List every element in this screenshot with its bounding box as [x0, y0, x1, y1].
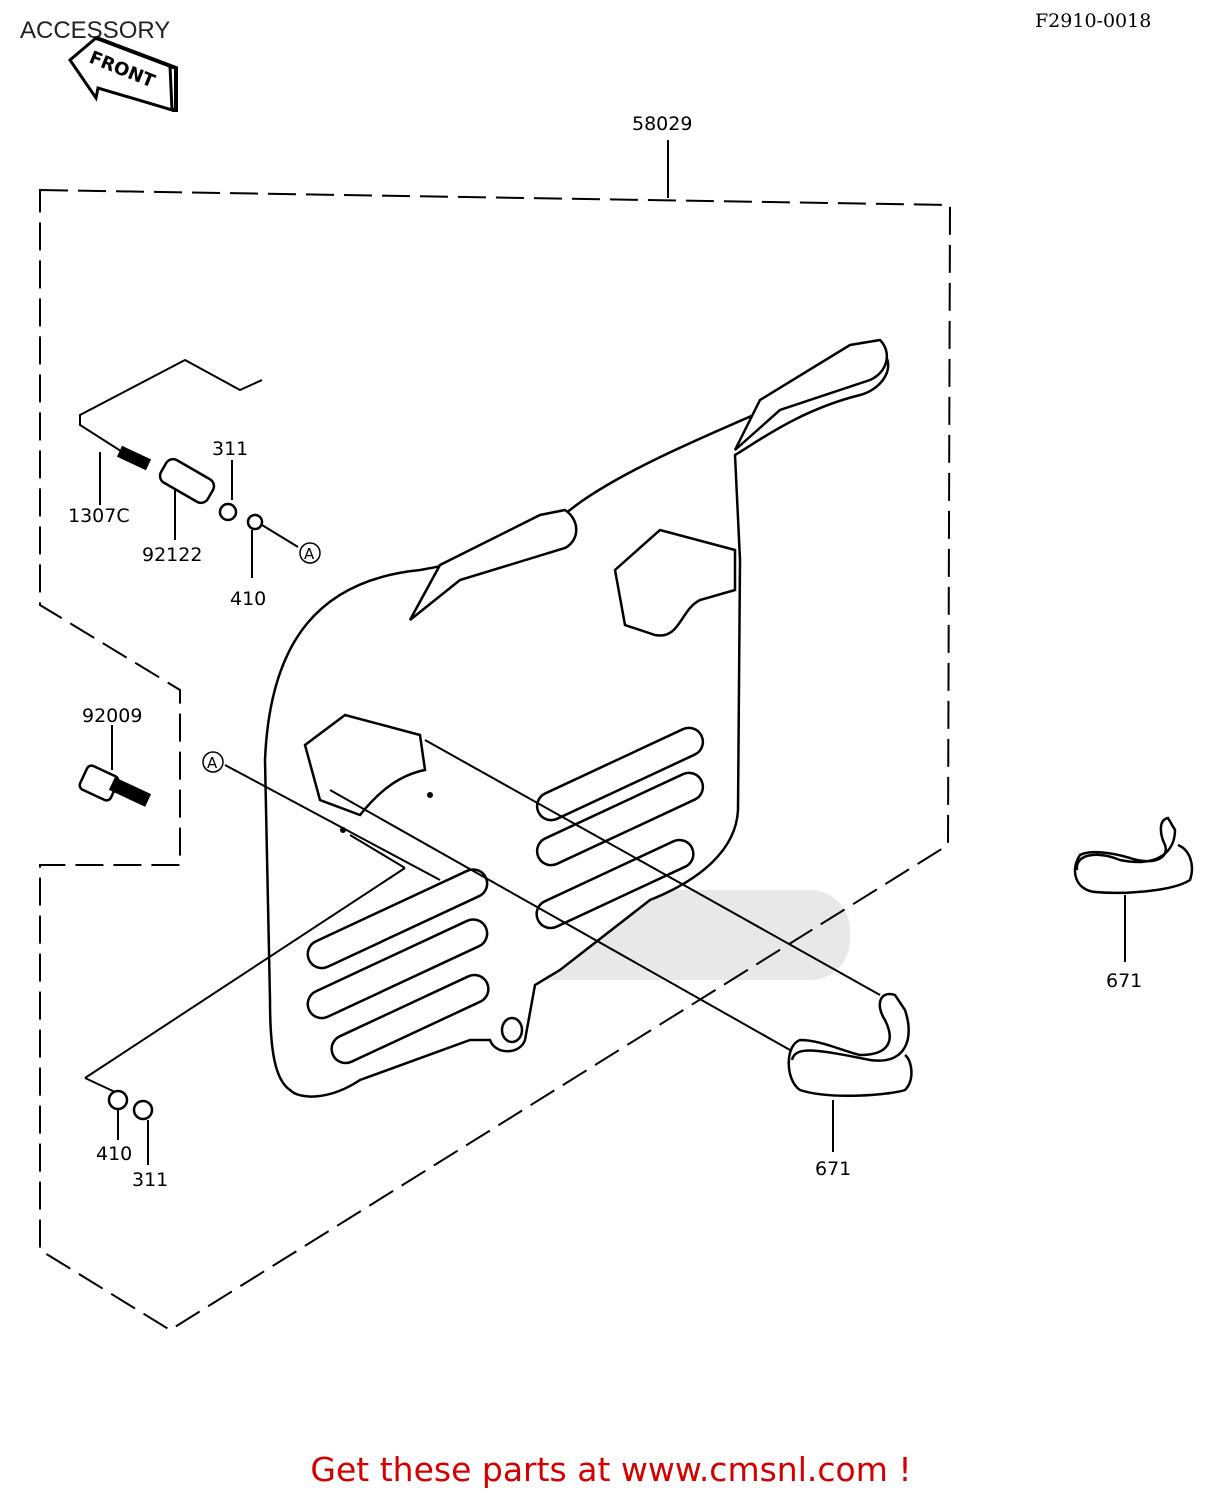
drawing-code: F2910-0018: [1035, 10, 1151, 32]
ref-a-left: A: [207, 754, 218, 772]
kit-boundary: [39, 188, 952, 1332]
washer-410-bottom: [107, 1089, 129, 1140]
vent-slots: [306, 726, 705, 1065]
front-arrow-icon: FRONT: [67, 36, 178, 113]
collar-92122: [158, 457, 216, 540]
nut-311-top: [218, 460, 238, 522]
label-671-bottom: 671: [815, 1158, 851, 1180]
label-671-right: 671: [1106, 970, 1142, 992]
label-311-top: 311: [212, 438, 248, 460]
promo-link[interactable]: Get these parts at www.cmsnl.com !: [310, 1450, 912, 1489]
washer-410-top: [246, 513, 299, 578]
label-92122: 92122: [142, 544, 202, 566]
bolt-92009: [78, 725, 152, 807]
ref-a-left-circle: [202, 751, 224, 773]
label-92009: 92009: [82, 705, 142, 727]
stray-mark: [340, 827, 346, 833]
nut-311-bottom: [132, 1099, 154, 1165]
guard-plate: [263, 338, 890, 1098]
label-311-bottom: 311: [132, 1169, 168, 1191]
grip-671-right: [1073, 816, 1194, 962]
rod-1307c: [79, 358, 263, 505]
label-410-top: 410: [230, 588, 266, 610]
label-58029: 58029: [632, 113, 692, 135]
assembly-lines: [84, 739, 881, 1093]
ref-a-top: A: [304, 545, 315, 563]
grip-671-bottom: [787, 992, 913, 1152]
ref-a-top-circle: [299, 542, 321, 564]
label-410-bottom: 410: [96, 1143, 132, 1165]
stray-mark: [427, 792, 433, 798]
label-1307c: 1307C: [68, 505, 130, 527]
